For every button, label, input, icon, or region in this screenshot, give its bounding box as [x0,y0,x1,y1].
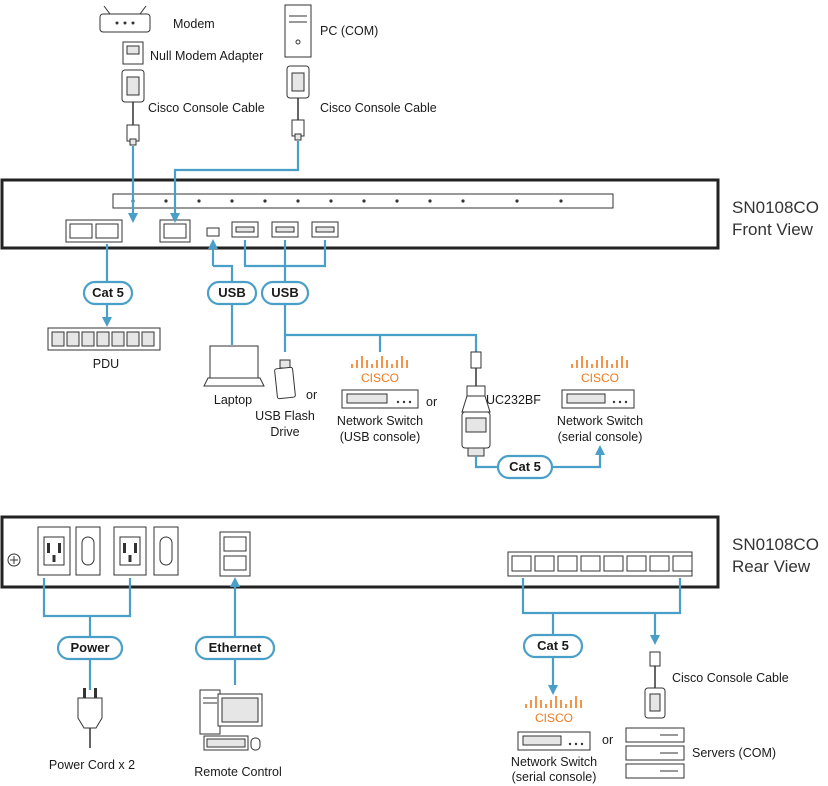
rj45-port-3 [163,223,187,239]
ethernet-pill [194,635,276,661]
pdu-label: PDU [93,357,119,371]
servers-label: Servers (COM) [692,746,776,760]
pdu-icon [47,327,161,351]
power-plug-icon [77,688,103,748]
ethernet-pill-label: Ethernet [209,640,262,655]
uc232bf-label: UC232BF [486,393,541,407]
or-label-2: or [426,395,437,409]
db9-connector-icon [121,69,145,103]
cat5-pill-rear-label: Cat 5 [537,638,569,653]
desktop-computer-icon [199,689,263,751]
null-modem-label: Null Modem Adapter [150,49,263,63]
power-cord-label: Power Cord x 2 [49,758,135,772]
rj45-plug-icon [649,651,661,688]
or-label-rear: or [602,733,613,747]
remote-control-label: Remote Control [194,765,282,779]
usb-flash-drive-icon [274,359,296,400]
led-dots [131,199,563,203]
usb-pill-left-label: USB [218,285,245,300]
power-switch-2 [153,526,179,576]
db9-connector-icon [286,65,310,99]
rear-title-line2: Rear View [732,557,811,576]
laptop-label: Laptop [214,393,252,407]
network-switch-icon [561,389,635,409]
rj45-plug-icon [291,119,305,141]
pc-tower-icon [284,4,312,58]
power-pill [56,635,124,661]
usb-pill-right-label: USB [271,285,298,300]
power-switch-1 [75,526,101,576]
power-pill-label: Power [70,640,109,655]
cisco-cable-rear-label: Cisco Console Cable [672,671,789,685]
cisco-logo-icon [351,356,408,368]
db9-connector-icon [644,687,666,719]
cisco-logo-icon [525,696,582,708]
modem-icon [99,5,151,33]
rj45-port-2 [95,223,119,239]
cisco-logo-icon [571,356,628,368]
cat5-pill-rear [522,633,584,659]
nsw-serial-rear-label-1: Network Switch [511,755,597,769]
nsw-serial-label-1: Network Switch [557,414,643,428]
pc-label: PC (COM) [320,24,378,38]
nsw-serial-label-2: (serial console) [558,430,643,444]
nsw-usb-label-1: Network Switch [337,414,423,428]
usb-pill-left [206,280,258,306]
cisco-cable-left-label: Cisco Console Cable [148,101,265,115]
network-switch-icon [517,731,591,751]
front-title-line2: Front View [732,220,814,239]
cisco-cable-right-label: Cisco Console Cable [320,101,437,115]
ethernet-port-stack [219,531,251,577]
cisco-wordmark-2: CISCO [581,371,619,385]
cat5-pill-label: Cat 5 [92,285,124,300]
front-title-line1: SN0108CO [732,198,819,217]
or-label-1: or [306,388,317,402]
usb-flash-label-2: Drive [270,425,299,439]
mini-usb-port [206,227,220,237]
power-inlet-1 [37,526,71,576]
power-inlet-2 [113,526,147,576]
cat5-pill [82,280,134,306]
rj45-port-1 [69,223,93,239]
modem-label: Modem [173,17,215,31]
uc232bf-adapter-icon [461,351,491,457]
null-modem-adapter-icon [122,41,144,65]
rj45-plug-icon [126,124,140,146]
server-stack-icon [625,727,685,779]
rear-rj45-ports [507,551,693,577]
cat5-pill-bottom [496,454,554,480]
network-switch-icon [341,389,419,409]
cat5-pill-bottom-label: Cat 5 [509,459,541,474]
usb-flash-label-1: USB Flash [255,409,315,423]
cisco-wordmark-3: CISCO [535,711,573,725]
ground-screw-icon [7,553,21,567]
cisco-wordmark-1: CISCO [361,371,399,385]
rear-title-line1: SN0108CO [732,535,819,554]
nsw-usb-label-2: (USB console) [340,430,421,444]
laptop-icon [203,345,265,387]
nsw-serial-rear-label-2: (serial console) [512,770,597,784]
